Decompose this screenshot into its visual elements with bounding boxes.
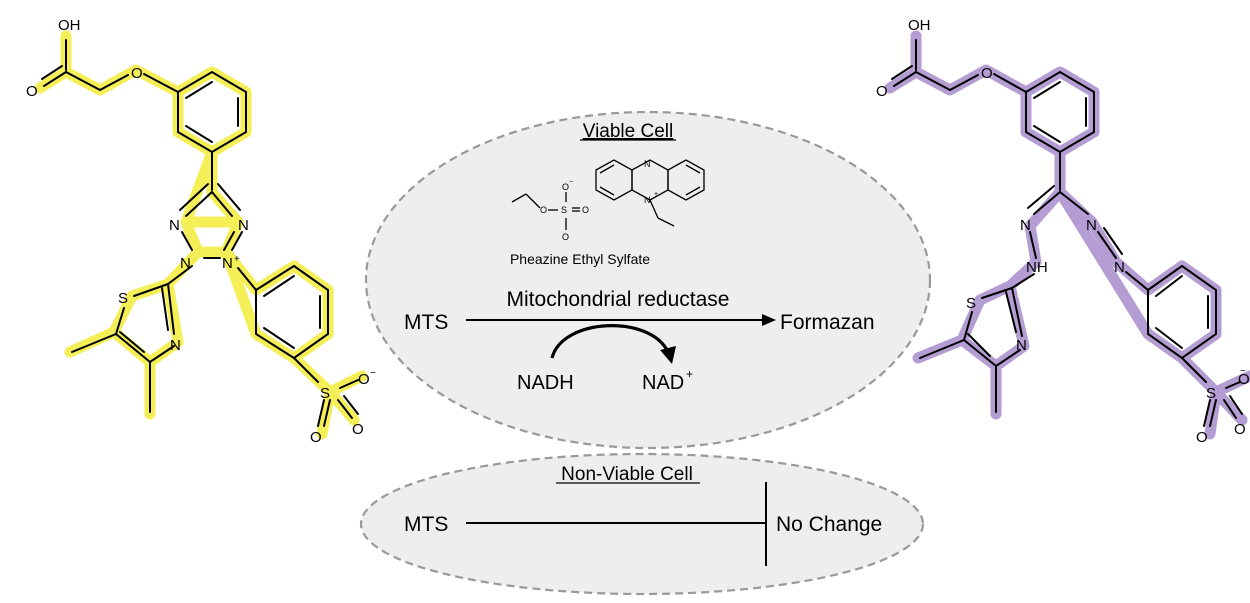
mts-carbonyl-o: O bbox=[26, 83, 38, 100]
mts-thiazole-s: S bbox=[118, 290, 128, 307]
formazan-n2: N bbox=[1086, 217, 1097, 234]
formazan-thiazole-s: S bbox=[966, 295, 976, 312]
mts-sulfonate-o1: O bbox=[358, 371, 370, 388]
formazan-bonds bbox=[891, 39, 1243, 427]
cofactor-nad: NAD bbox=[642, 372, 684, 394]
pes-nplus: + bbox=[654, 191, 658, 198]
pes-structure bbox=[511, 159, 705, 230]
formazan-sulfur: S bbox=[1206, 385, 1216, 402]
formazan-sulfonate-minus: − bbox=[1240, 366, 1246, 377]
pes-o-bottom: O bbox=[562, 232, 569, 242]
pes-name: Pheazine Ethyl Sylfate bbox=[510, 251, 650, 267]
mts-bonds bbox=[41, 39, 359, 427]
formazan-n3: N bbox=[1114, 259, 1125, 276]
formazan-nh: NH bbox=[1026, 259, 1048, 276]
formazan-glow bbox=[884, 30, 1250, 440]
mts-atom-labels: OH O O N N N N + S N S O − O O bbox=[26, 17, 376, 446]
mts-sulfonate-o3: O bbox=[352, 421, 364, 438]
mts-ether-o: O bbox=[131, 65, 143, 82]
formazan-sulfonate-o1: O bbox=[1238, 371, 1250, 388]
viable-cell-panel: Viable Cell N N + O S bbox=[364, 110, 932, 450]
mts-oh-label: OH bbox=[58, 17, 81, 34]
mts-n1: N bbox=[169, 217, 180, 234]
mts-nplus: + bbox=[234, 254, 240, 265]
pes-atom-labels: N N + O S O − O O bbox=[540, 159, 658, 242]
mts-n3: N bbox=[180, 255, 191, 272]
formazan-n1: N bbox=[1020, 217, 1031, 234]
viable-substrate-mts: MTS bbox=[404, 311, 448, 334]
mts-sulfur: S bbox=[320, 385, 330, 402]
formazan-sulfonate-o3: O bbox=[1234, 421, 1246, 438]
cofactor-curved-arrow bbox=[550, 324, 670, 359]
formazan-structure: OH O O N N NH N S N S O − O O bbox=[876, 17, 1250, 446]
mts-glow bbox=[34, 30, 368, 440]
formazan-atom-labels: OH O O N N NH N S N S O − O O bbox=[876, 17, 1250, 446]
pes-o-right: O bbox=[582, 205, 589, 215]
pes-s: S bbox=[561, 205, 567, 215]
mts-sulfonate-minus: − bbox=[370, 368, 376, 379]
pes-o-top: O bbox=[562, 182, 569, 192]
viable-cell-title: Viable Cell bbox=[583, 121, 673, 142]
reaction-arrowhead bbox=[762, 314, 776, 326]
enzyme-label: Mitochondrial reductase bbox=[507, 288, 730, 311]
viable-cell-ellipse bbox=[364, 110, 932, 450]
viable-product-formazan: Formazan bbox=[780, 311, 875, 334]
nonviable-substrate-mts: MTS bbox=[404, 513, 448, 536]
nonviable-cell-panel: Non-Viable Cell MTS No Change bbox=[359, 452, 925, 596]
mts-n4: N bbox=[222, 255, 233, 272]
nonviable-result: No Change bbox=[776, 513, 882, 536]
mts-structure: OH O O N N N N + S N S O − O O bbox=[26, 17, 376, 446]
formazan-sulfonate-o2: O bbox=[1196, 429, 1208, 446]
mts-thiazole-n: N bbox=[170, 337, 181, 354]
formazan-carbonyl-o: O bbox=[876, 83, 888, 100]
pes-o-minus: − bbox=[569, 179, 573, 186]
cofactor-arrowhead bbox=[660, 346, 676, 364]
cofactor-nadh: NADH bbox=[517, 372, 574, 394]
pes-n-top: N bbox=[644, 159, 651, 169]
formazan-oh-label: OH bbox=[908, 17, 931, 34]
mts-sulfonate-o2: O bbox=[310, 429, 322, 446]
formazan-thiazole-n: N bbox=[1016, 337, 1027, 354]
pes-n-bottom: N bbox=[644, 195, 651, 205]
formazan-ether-o: O bbox=[981, 65, 993, 82]
mts-n2: N bbox=[238, 217, 249, 234]
pes-ester-o: O bbox=[540, 205, 547, 215]
nonviable-cell-title: Non-Viable Cell bbox=[561, 464, 693, 485]
cofactor-nad-plus: + bbox=[686, 367, 693, 381]
